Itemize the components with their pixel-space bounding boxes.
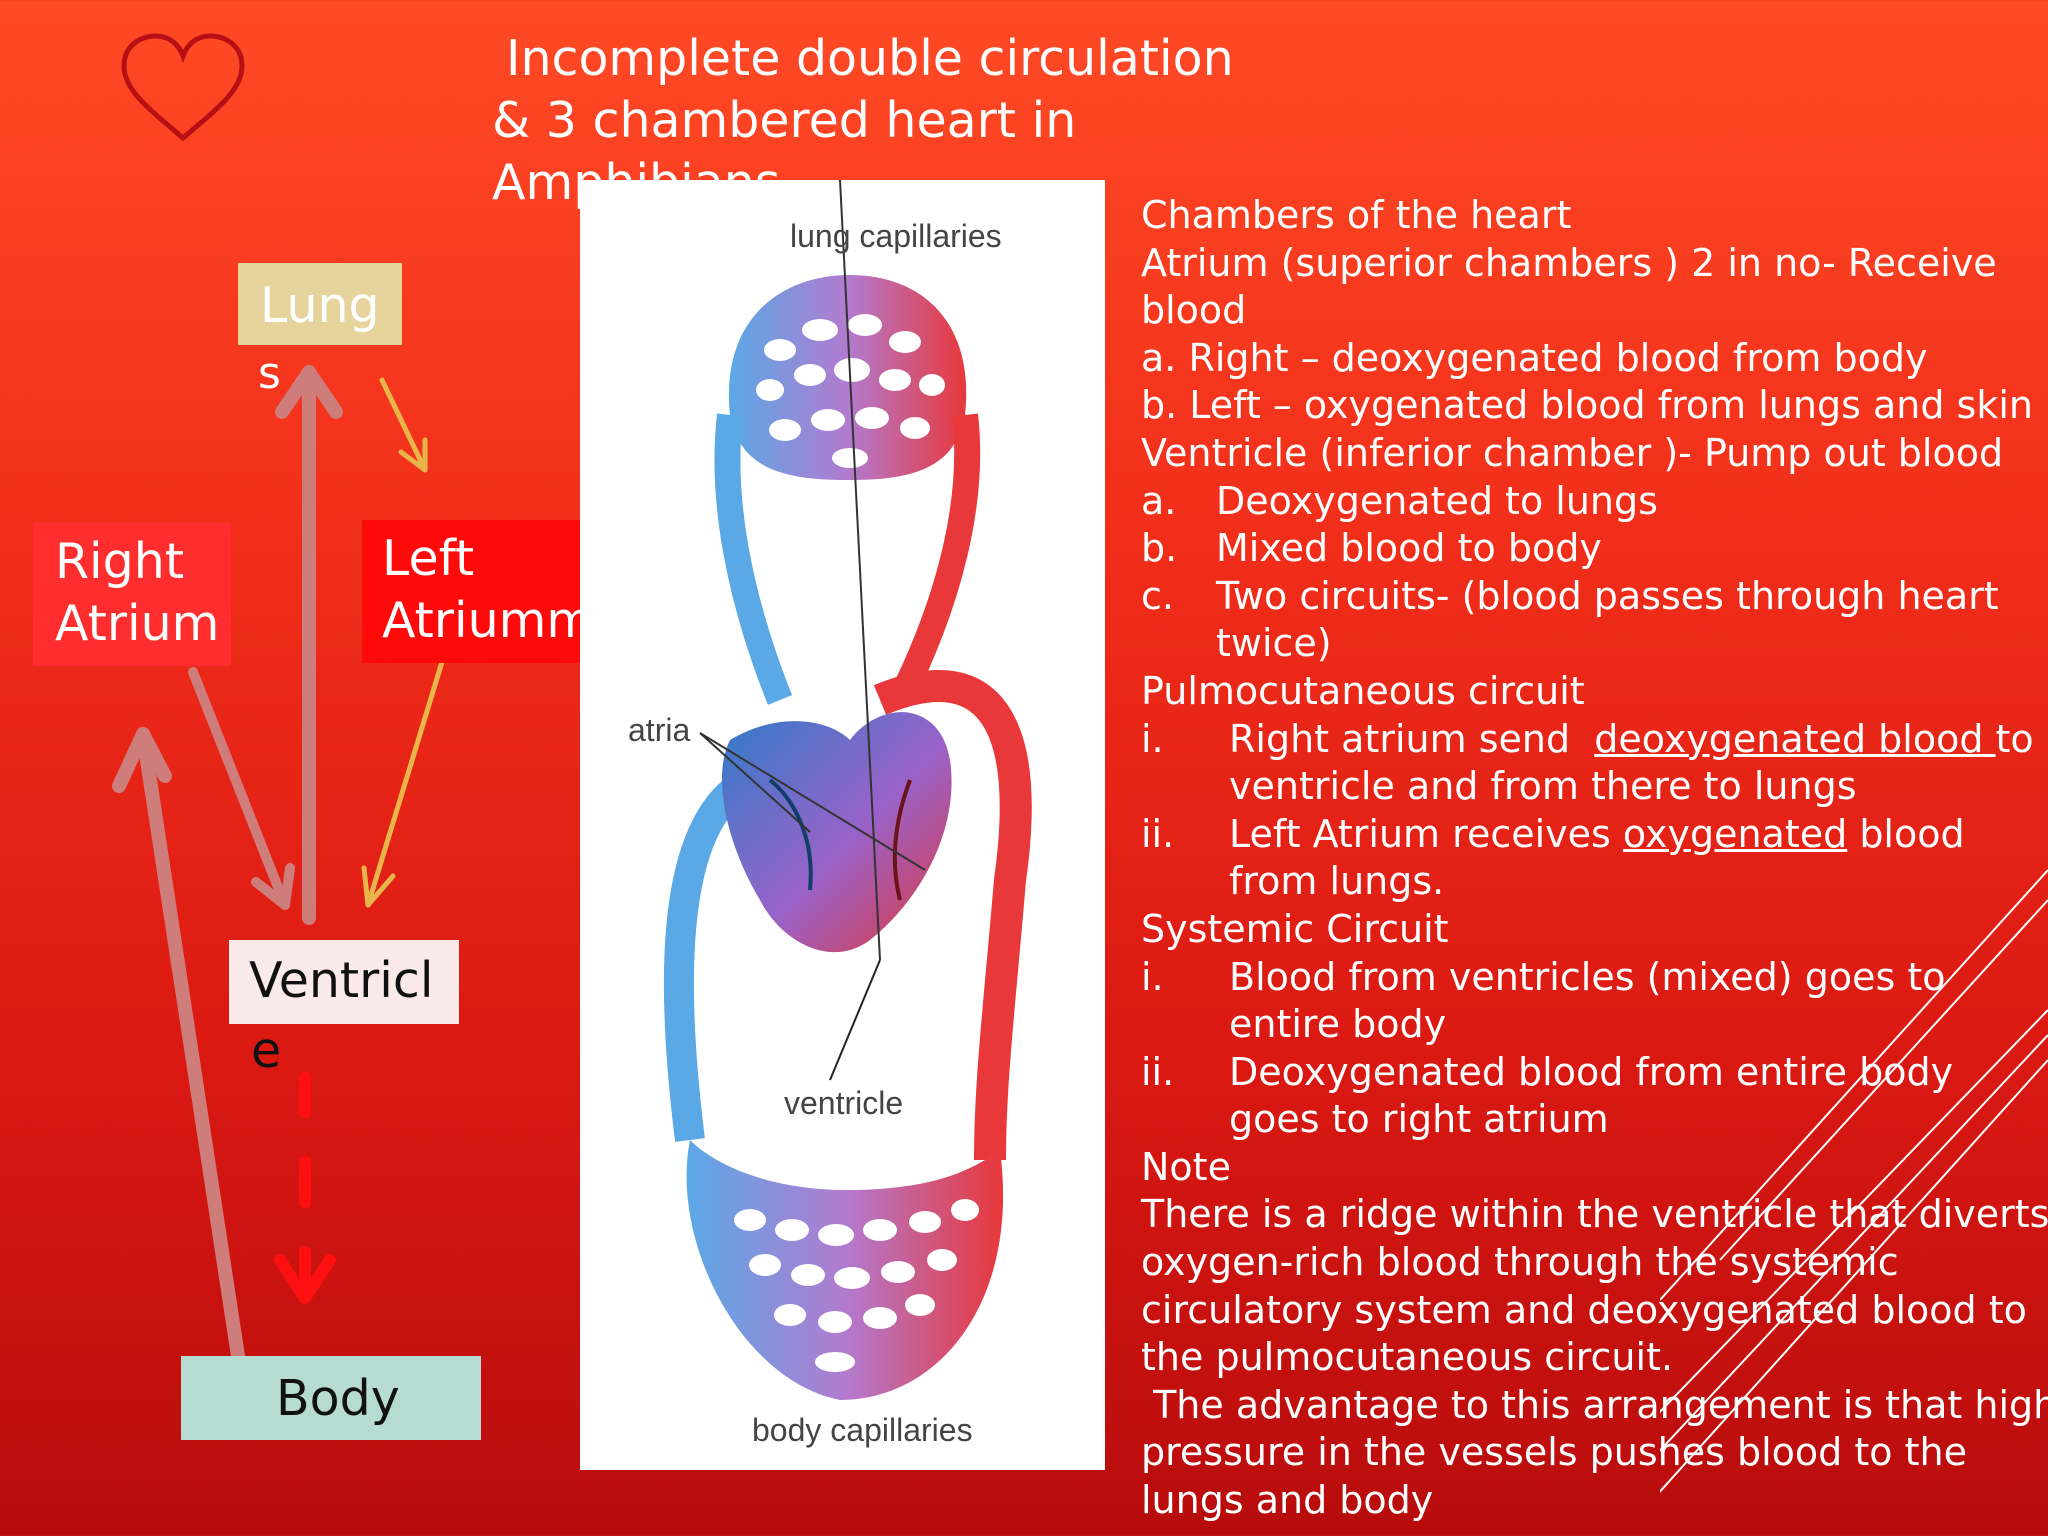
text-part: to <box>1995 716 2034 761</box>
list-marker: i. <box>1141 954 1164 999</box>
text-part: blood <box>1847 811 1965 856</box>
list-marker-blank <box>1141 1001 1229 1049</box>
circulation-illustration <box>663 179 1032 1400</box>
list-text: Left Atrium receives oxygenated blood <box>1229 811 1965 859</box>
underlined-term: oxygenated <box>1622 811 1848 856</box>
note-heading: Note <box>1141 1144 1231 1189</box>
atria-label: atria <box>628 712 691 748</box>
right-atrium-box: Right Atrium <box>33 523 231 666</box>
body-label: Body <box>276 1370 400 1427</box>
systemic-heading: Systemic Circuit <box>1141 906 1449 951</box>
list-text: goes to right atrium <box>1229 1097 1609 1142</box>
atrium-line-2: blood <box>1141 288 1247 333</box>
chambers-heading: Chambers of the heart <box>1141 193 1572 237</box>
list-marker-blank <box>1141 858 1229 906</box>
list-marker: i. <box>1141 716 1164 761</box>
list-text: entire body <box>1229 1002 1447 1047</box>
list-marker: c. <box>1141 573 1174 618</box>
list-text: Right atrium send deoxygenated blood to <box>1229 716 2034 764</box>
systemic-item-ii: ii. Deoxygenated blood from entire body <box>1141 1049 2021 1097</box>
note-line-7: lungs and body <box>1141 1478 1434 1523</box>
pulmo-item-i-cont: ventricle and from there to lungs <box>1141 763 2021 811</box>
body-capillaries-label: body capillaries <box>752 1412 973 1448</box>
lung-capillaries-label: lung capillaries <box>790 218 1002 254</box>
pulmo-item-i: i. Right atrium send deoxygenated blood t… <box>1141 716 2034 764</box>
atrium-line-1: Atrium (superior chambers ) 2 in no- Rec… <box>1141 240 1997 285</box>
decorative-diagonal-lines <box>1660 869 2048 1494</box>
text-part: Right atrium send <box>1229 716 1595 761</box>
systemic-item-ii-cont: goes to right atrium <box>1141 1096 2021 1144</box>
list-marker: ii. <box>1141 1049 1175 1094</box>
note-line-4: the pulmocutaneous circuit. <box>1141 1335 1674 1380</box>
atrium-left: b. Left – oxygenated blood from lungs an… <box>1141 383 2033 428</box>
arrow-body-to-right-atrium <box>112 727 245 1363</box>
arrow-ventricle-to-body <box>274 1072 336 1304</box>
ventricle-item-b: b. Mixed blood to body <box>1141 525 2021 573</box>
list-marker-blank <box>1141 1096 1229 1144</box>
list-text: Blood from ventricles (mixed) goes to <box>1229 954 1946 999</box>
list-text: Two circuits- (blood passes through hear… <box>1216 573 1999 618</box>
notes-text: Chambers of the heart Atrium (superior c… <box>1141 192 2048 1525</box>
pulmo-item-ii-cont: from lungs. <box>1141 858 2021 906</box>
ventricle-label: ventricle <box>784 1085 904 1121</box>
ventricle-item-a: a. Deoxygenated to lungs <box>1141 478 2021 526</box>
pulmo-item-ii: ii. Left Atrium receives oxygenated blood <box>1141 811 2021 859</box>
heart-icon <box>121 33 245 142</box>
right-atrium-label-1: Right <box>55 533 185 590</box>
list-text: from lungs. <box>1229 859 1445 904</box>
title-line-1: Incomplete double circulation <box>506 30 1234 87</box>
ventricle-label-wrap: e <box>251 1022 282 1079</box>
left-atrium-label-1: Left <box>382 530 475 587</box>
ventricle-label: Ventricl <box>249 952 434 1009</box>
arrow-left-atrium-to-ventricle <box>361 659 445 908</box>
note-line-6: pressure in the vessels pushes blood to … <box>1141 1430 1967 1475</box>
list-marker-blank <box>1141 620 1216 668</box>
pulmocutaneous-heading: Pulmocutaneous circuit <box>1141 668 1585 713</box>
ventricle-item-c: c. Two circuits- (blood passes through he… <box>1141 573 2021 621</box>
systemic-item-i-cont: entire body <box>1141 1001 2021 1049</box>
right-atrium-label-2: Atrium <box>55 595 220 652</box>
systemic-item-i: i. Blood from ventricles (mixed) goes to <box>1141 954 2021 1002</box>
body-box: Body <box>181 1356 481 1440</box>
list-text: Mixed blood to body <box>1216 526 1602 571</box>
left-atrium-box: Left Atriumm <box>362 520 594 663</box>
list-text: Deoxygenated to lungs <box>1216 478 1658 523</box>
ventricle-heading: Ventricle (inferior chamber )- Pump out … <box>1141 430 2004 475</box>
slide-title: Incomplete double circulation & 3 chambe… <box>480 28 1380 214</box>
list-marker: a. <box>1141 478 1177 523</box>
list-marker-blank <box>1141 763 1229 811</box>
lungs-label: Lung <box>260 277 380 334</box>
list-marker: b. <box>1141 526 1178 571</box>
list-text: twice) <box>1216 621 1332 666</box>
lungs-label-wrap: s <box>258 348 281 399</box>
arrow-lungs-to-left-atrium <box>379 377 428 473</box>
list-marker: ii. <box>1141 811 1175 856</box>
amphibian-heart-diagram: lung capillaries atria ventricle body ca… <box>580 179 1105 1470</box>
arrow-right-atrium-to-ventricle <box>188 667 295 910</box>
left-atrium-label-2: Atriumm <box>382 592 595 649</box>
atrium-right: a. Right – deoxygenated blood from body <box>1141 335 1928 380</box>
ventricle-box: Ventricl e <box>229 940 459 1079</box>
underlined-term: deoxygenated blood <box>1594 716 1996 761</box>
arrow-ventricle-to-lungs <box>275 365 343 925</box>
lungs-box: Lung s <box>238 263 402 399</box>
note-line-2: oxygen-rich blood through the systemic <box>1141 1240 1899 1285</box>
ventricle-item-c-cont: twice) <box>1141 620 2021 668</box>
list-text: Deoxygenated blood from entire body <box>1229 1049 1954 1094</box>
text-part: Left Atrium receives <box>1229 811 1623 856</box>
list-text: ventricle and from there to lungs <box>1229 764 1857 809</box>
note-line-3: circulatory system and deoxygenated bloo… <box>1141 1287 2027 1332</box>
